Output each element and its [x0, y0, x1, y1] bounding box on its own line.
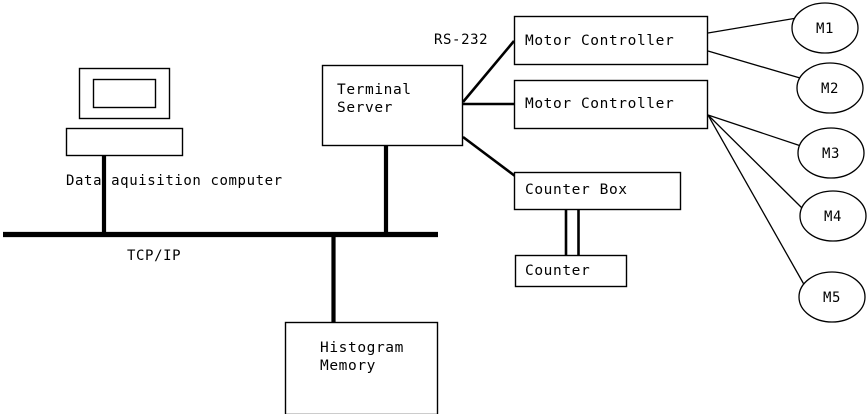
- counter-box-box: [513, 171, 682, 211]
- motor-m4-ellipse: [799, 190, 867, 242]
- motor-m5-ellipse: [798, 271, 866, 323]
- link-motor-controller-2-to-m5: [707, 114, 807, 289]
- link-motor-controller-1-to-m1: [707, 17, 798, 34]
- data-acquisition-computer-group[interactable]: Data aquisition computer: [65, 67, 283, 190]
- motor-controller-1-motor-links-group: [707, 17, 801, 79]
- counter-box: [514, 254, 628, 288]
- motor-m5-label: M5: [823, 290, 841, 306]
- motor-m1-group[interactable]: M1: [791, 2, 859, 54]
- motor-m5-group[interactable]: M5: [798, 271, 866, 323]
- tcpip-bus-label: TCP/IP: [127, 248, 181, 264]
- histogram-memory-label-line1: Histogram: [320, 340, 404, 356]
- motor-controller-2-motor-links-group: [707, 114, 807, 289]
- motor-controller-1-label: Motor Controller: [525, 33, 674, 49]
- counter-box-group[interactable]: Counter Box: [513, 171, 682, 211]
- motor-controller-2-box: [513, 79, 709, 130]
- motor-m1-ellipse: [791, 2, 859, 54]
- link-motor-controller-2-to-m3: [707, 114, 802, 147]
- data-acquisition-computer-label: Data aquisition computer: [66, 173, 283, 189]
- computer-monitor-screen: [92, 78, 157, 109]
- terminal-server-label-line1: Terminal: [337, 82, 412, 98]
- tcpip-bus-group: [3, 144, 438, 323]
- histogram-memory-box: [284, 321, 439, 414]
- motor-controller-2-group[interactable]: Motor Controller: [513, 79, 709, 130]
- link-motor-controller-2-to-m4: [707, 114, 804, 210]
- counter-label: Counter: [525, 263, 590, 279]
- terminal-server-box: [321, 64, 464, 147]
- link-motor-controller-1-to-m2: [707, 50, 801, 79]
- counter-group[interactable]: Counter: [514, 254, 628, 288]
- rs232-label: RS-232: [434, 32, 488, 48]
- motor-controller-1-group[interactable]: Motor Controller: [513, 15, 709, 66]
- histogram-memory-label-line2: Memory: [320, 358, 376, 374]
- counter-box-label: Counter Box: [525, 182, 628, 198]
- motor-controller-1-box: [513, 15, 709, 66]
- computer-base-unit: [65, 127, 184, 157]
- motor-m2-group[interactable]: M2: [796, 62, 864, 114]
- link-terminal-server-to-motor-controller-1: [462, 40, 515, 103]
- motor-m3-group[interactable]: M3: [797, 127, 865, 179]
- motor-m3-ellipse: [797, 127, 865, 179]
- motor-m3-label: M3: [822, 146, 840, 162]
- terminal-server-group[interactable]: Terminal Server: [321, 64, 464, 147]
- histogram-memory-group[interactable]: Histogram Memory: [284, 321, 439, 414]
- motor-controller-2-label: Motor Controller: [525, 96, 674, 112]
- motor-m2-ellipse: [796, 62, 864, 114]
- link-terminal-server-to-counter-box: [462, 135, 516, 178]
- counter-box-to-counter-link-group: [564, 209, 580, 256]
- motor-m1-label: M1: [816, 21, 834, 37]
- motor-m2-label: M2: [821, 81, 839, 97]
- motor-m4-label: M4: [824, 209, 842, 225]
- motor-m4-group[interactable]: M4: [799, 190, 867, 242]
- terminal-server-label-line2: Server: [337, 100, 393, 116]
- terminal-server-links-group: [462, 40, 516, 178]
